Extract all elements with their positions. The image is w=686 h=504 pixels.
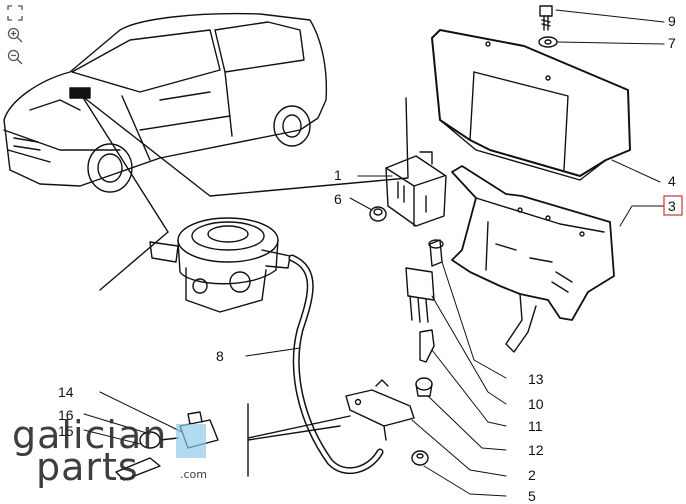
sensor-part-2 <box>345 379 415 441</box>
callout-6[interactable]: 6 <box>334 191 342 207</box>
callout-4[interactable]: 4 <box>668 173 676 189</box>
terminal-part-11 <box>419 329 435 363</box>
callout-12[interactable]: 12 <box>528 442 544 458</box>
connector-part-10 <box>405 267 435 323</box>
hose-part-15 <box>139 431 179 449</box>
clip-part-16 <box>115 457 161 481</box>
zoom-toolbar <box>4 4 26 66</box>
callout-8[interactable]: 8 <box>216 348 224 364</box>
plug-part-12 <box>415 377 433 397</box>
callout-3-highlight <box>663 195 683 216</box>
callout-16[interactable]: 16 <box>58 407 74 423</box>
grommet-part-5 <box>411 450 429 466</box>
fit-to-screen-icon <box>7 5 23 21</box>
zoom-out-button[interactable] <box>6 48 24 66</box>
car-illustration <box>3 12 328 193</box>
bracket-part-3 <box>451 165 615 353</box>
fit-to-screen-button[interactable] <box>6 4 24 22</box>
grommet-part-13 <box>428 239 444 267</box>
callout-11[interactable]: 11 <box>528 418 543 434</box>
callout-2[interactable]: 2 <box>528 467 536 483</box>
bolt-part-9 <box>539 5 553 31</box>
zoom-in-icon <box>7 27 23 43</box>
galicianparts-logo: galician parts .com <box>12 413 207 489</box>
logo-accent-square <box>176 424 206 458</box>
throttle-body <box>149 217 291 313</box>
callout-9[interactable]: 9 <box>668 13 676 29</box>
relay-part-1 <box>385 151 447 227</box>
callout-1[interactable]: 1 <box>334 167 342 183</box>
vacuum-hose <box>288 254 384 475</box>
logo-suffix: .com <box>180 468 207 481</box>
callout-15[interactable]: 15 <box>58 423 74 439</box>
callout-10[interactable]: 10 <box>528 396 544 412</box>
callout-13[interactable]: 13 <box>528 371 544 387</box>
zoom-out-icon <box>7 49 23 65</box>
logo-line-1: galician <box>12 413 167 457</box>
callout-14[interactable]: 14 <box>58 384 74 400</box>
cover-part-4 <box>431 29 631 181</box>
callout-3[interactable]: 3 <box>668 198 676 214</box>
callout-7[interactable]: 7 <box>668 35 676 51</box>
callout-5[interactable]: 5 <box>528 488 536 504</box>
washer-part-7 <box>538 36 558 48</box>
nut-part-6 <box>369 206 387 222</box>
logo-line-2: parts <box>36 445 139 489</box>
zoom-in-button[interactable] <box>6 26 24 44</box>
